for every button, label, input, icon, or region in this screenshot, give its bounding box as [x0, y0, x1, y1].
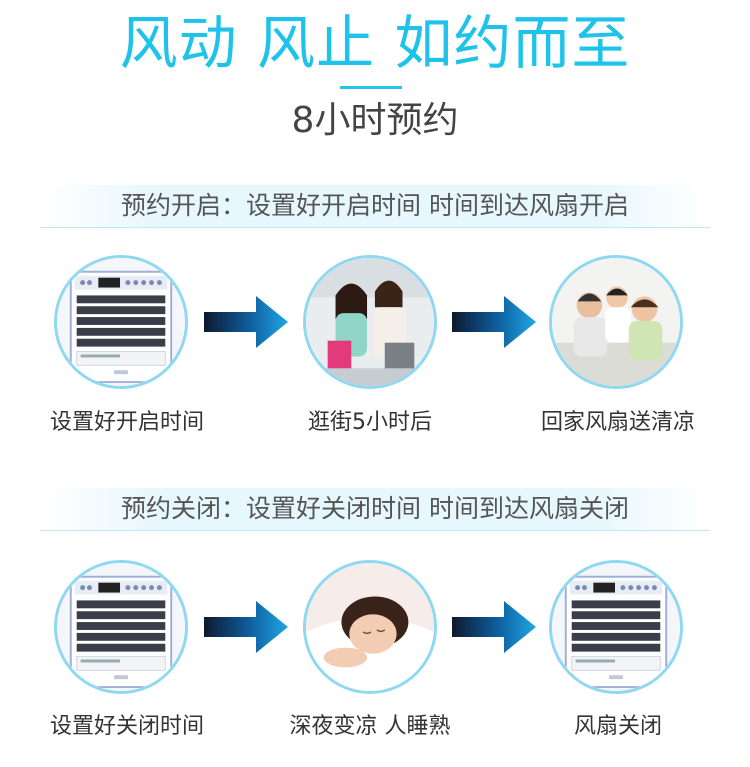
arrow-right-icon [204, 296, 288, 348]
section-banner-open [40, 185, 710, 228]
step-image-set-open-time [54, 255, 188, 389]
arrow-right-icon [204, 601, 288, 653]
step-image-sleeping [303, 560, 437, 694]
step-caption: 逛街5小时后 [308, 410, 432, 435]
step-image-set-close-time [54, 560, 188, 694]
women-shopping-image [306, 258, 434, 386]
arrow-right-icon [452, 296, 536, 348]
woman-sleeping-image [306, 563, 434, 691]
page-subtitle: 8小时预约 [291, 100, 459, 141]
air-cooler-image [552, 563, 680, 691]
step-image-shopping [303, 255, 437, 389]
section-label-close: 预约关闭：设置好关闭时间 时间到达风扇关闭 [121, 494, 629, 523]
section-label-open: 预约开启：设置好开启时间 时间到达风扇开启 [121, 191, 629, 220]
family-image [552, 258, 680, 386]
step-caption: 风扇关闭 [573, 714, 662, 739]
step-image-fan-off [549, 560, 683, 694]
step-caption: 设置好关闭时间 [49, 714, 204, 739]
step-image-family [549, 255, 683, 389]
air-cooler-image [57, 563, 185, 691]
step-caption: 回家风扇送清凉 [540, 410, 695, 435]
section-banner-close [40, 488, 710, 531]
page-title: 风动 风止 如约而至 [119, 9, 631, 77]
step-caption: 深夜变凉 人睡熟 [289, 714, 451, 739]
air-cooler-image [57, 258, 185, 386]
title-underline [340, 86, 402, 89]
step-caption: 设置好开启时间 [49, 410, 204, 435]
arrow-right-icon [452, 601, 536, 653]
